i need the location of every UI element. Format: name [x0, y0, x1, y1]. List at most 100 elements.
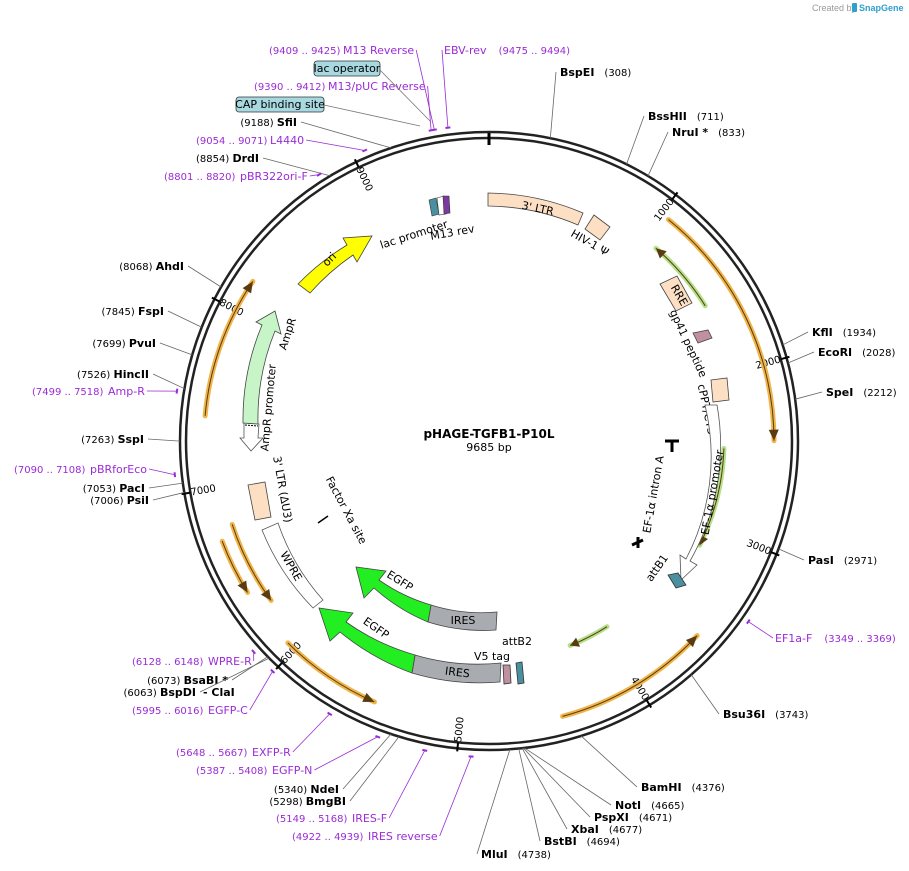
primer-name: pBR322ori-F — [240, 170, 308, 183]
feature-ef1a-intron: EF-1α intron A — [631, 439, 679, 548]
orf-arc-core — [204, 281, 254, 416]
enzyme-name: PacI — [119, 482, 145, 495]
enzyme-xbai: XbaI(4677) — [571, 823, 642, 836]
primer-name: M13 Reverse — [343, 44, 414, 57]
enzyme-leader — [647, 131, 669, 177]
primer-site — [445, 126, 451, 130]
feature-v5tag: V5 tag — [474, 650, 512, 685]
primer-ires-f: (5149 .. 5168)IRES-F — [276, 750, 426, 825]
primer-range: (8801 .. 8820) — [164, 172, 236, 183]
feature-ori: ori — [297, 235, 373, 294]
orf-arc-core — [562, 635, 698, 717]
primer-site — [251, 649, 256, 655]
primer-name: EF1a-F — [775, 632, 812, 645]
enzyme-position: (4671) — [639, 813, 672, 824]
primer-range: (5149 .. 5168) — [276, 814, 348, 825]
enzyme-leader — [690, 674, 720, 715]
tick-mark — [671, 191, 679, 201]
orf-arc — [285, 640, 377, 705]
enzyme-fspi: (7845) FspI — [102, 305, 164, 318]
feature-egfp-outer: EGFP — [318, 607, 416, 674]
feature-attb2-label: attB2 — [502, 635, 532, 648]
cap-binding-site-label: CAP binding site — [235, 98, 325, 111]
enzyme-position: (833) — [718, 128, 745, 139]
enzyme-drdi: (8854) DrdI — [196, 152, 259, 165]
enzyme-position: (4738) — [518, 850, 551, 861]
enzyme-ndei: (5340) NdeI — [274, 783, 339, 796]
primer-ires-reverse: (4922 .. 4939)IRES reverse — [292, 756, 472, 843]
feature-v5tag-label: V5 tag — [474, 650, 510, 663]
enzyme-position: (4677) — [609, 825, 642, 836]
cap-binding-site-box: CAP binding site — [235, 96, 421, 127]
feature-ef1a-promoter-label: EF-1α promoter — [699, 448, 727, 535]
enzyme-leader — [580, 735, 638, 788]
enzyme-leader — [782, 331, 809, 346]
enzyme-name: PvuI — [129, 337, 156, 350]
enzyme-leader — [524, 747, 612, 806]
lac-operator-label: lac operator — [314, 62, 381, 75]
primer-name: L4440 — [270, 134, 304, 147]
primer-m13-puc-reverse: (9390 .. 9412)M13/pUC Reverse — [254, 80, 432, 131]
enzyme-name: FspI — [138, 305, 164, 318]
orf-arc — [560, 633, 700, 719]
orf-arc-arrowhead — [237, 580, 248, 593]
enzyme-name: NdeI — [310, 783, 339, 796]
tick-mark — [275, 661, 283, 670]
primer-leader — [306, 139, 365, 151]
primer-leader — [314, 736, 378, 771]
enzyme-leader — [521, 748, 568, 830]
enzyme-leader — [300, 121, 392, 149]
enzyme-name: BssHII — [648, 110, 687, 123]
primer-leader — [148, 468, 175, 476]
primer-range: (5387 .. 5408) — [196, 766, 268, 777]
feature-egfp-inner: EGFP — [355, 566, 432, 623]
tick-label: 7000 — [190, 483, 217, 498]
enzyme-position: (2971) — [844, 556, 877, 567]
primer-range: (9054 .. 9071) — [196, 136, 268, 147]
enzyme-name: DrdI — [232, 152, 259, 165]
primer-range: (6128 .. 6148) — [132, 657, 204, 668]
primer-exfp-r: (5648 .. 5667)EXFP-R — [176, 713, 330, 759]
enzyme-leader — [152, 492, 185, 501]
enzyme-spei: SpeI (2212) — [826, 386, 897, 399]
feature-lac-promoter: lac promoter M13 rev — [378, 195, 476, 252]
enzyme-name: SpeI — [826, 386, 853, 399]
primer-name: EGFP-N — [272, 764, 312, 777]
enzyme-leader — [518, 748, 541, 842]
primer-range: (7499 .. 7518) — [32, 387, 104, 398]
enzyme-pasi: PasI(2971) — [808, 554, 877, 567]
primer-wpre-r: (6128 .. 6148) WPRE-R — [132, 651, 255, 668]
enzyme-position: (8068) — [119, 262, 155, 273]
enzyme-leader — [342, 733, 392, 790]
orf-arc-arrowhead — [362, 692, 375, 702]
enzyme-leader — [199, 657, 270, 693]
enzyme-name: NruI * — [672, 126, 708, 139]
enzyme-position: (5340) — [274, 785, 310, 796]
enzyme-bsu36i: Bsu36I(3743) — [723, 708, 809, 721]
enzyme-position: (7053) — [83, 484, 119, 495]
enzyme-leader — [167, 310, 202, 328]
enzyme-position: (7263) — [81, 435, 117, 446]
primer-name: WPRE-R — [208, 655, 252, 668]
orf-arc-arrowhead — [685, 635, 698, 648]
enzyme-sfii: (9188) SfiI — [240, 116, 297, 129]
primer-site — [362, 148, 368, 153]
enzyme-mlui: MluI(4738) — [481, 848, 551, 861]
feature-3ltr-du3-label: 3' LTR (ΔU3) — [270, 455, 294, 523]
primer-name: Amp-R — [108, 385, 145, 398]
primer-pbr322ori-f: (8801 .. 8820) pBR322ori-F — [164, 170, 320, 183]
primer-ef1a-f: EF1a-F(3349 .. 3369) — [748, 621, 896, 645]
credit-brand: SnapGene — [859, 3, 904, 13]
enzyme-name: BmgBI — [306, 795, 346, 808]
enzyme-name: SspI — [118, 433, 144, 446]
primer-range: (5648 .. 5667) — [176, 748, 248, 759]
enzyme-bspdi: (6063) BspDI — [124, 686, 196, 699]
orf-arc-arrowhead — [768, 429, 779, 441]
enzyme-position: (8854) — [196, 154, 232, 165]
primer-range: (9475 .. 9494) — [499, 46, 571, 57]
enzyme-leader — [778, 548, 805, 561]
primer-name: IRES reverse — [368, 830, 438, 843]
enzyme-noti: NotI(4665) — [615, 799, 684, 812]
enzyme-position: (2212) — [863, 388, 896, 399]
